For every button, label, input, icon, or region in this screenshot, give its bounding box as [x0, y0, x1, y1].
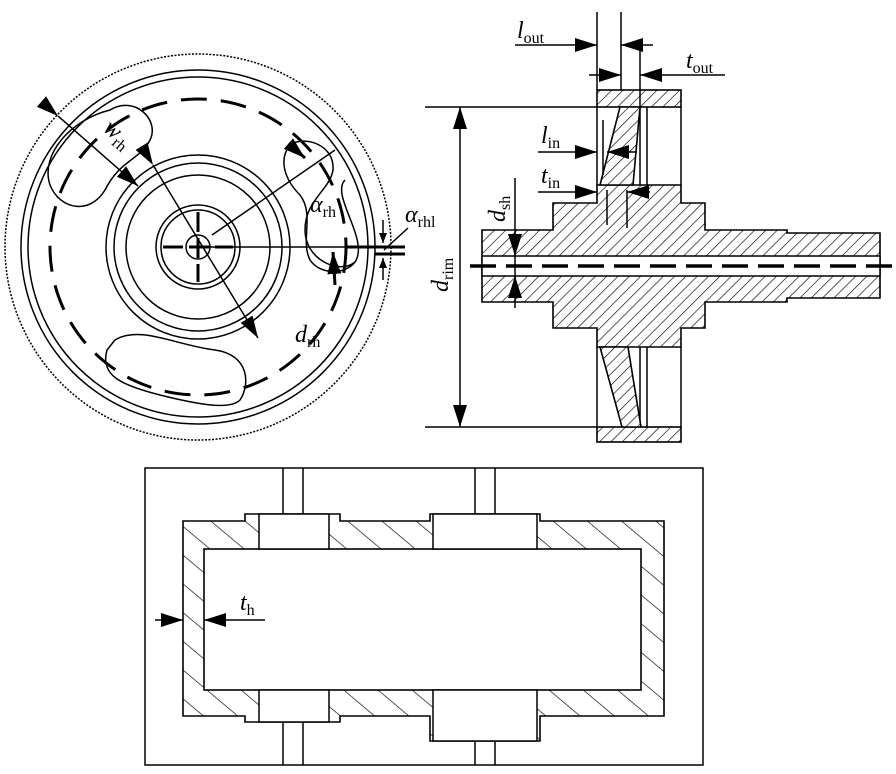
label-l-out: lout — [517, 18, 545, 47]
label-t-h: th — [240, 590, 255, 619]
label-d-sh: dsh — [485, 196, 514, 222]
web-bottom — [598, 346, 642, 428]
bearing-seat-top-left — [258, 513, 330, 550]
alpha-rhl-leader — [383, 227, 409, 251]
label-t-in: tin — [541, 163, 560, 192]
label-t-out: tout — [686, 48, 714, 77]
label-d-rim: drim — [428, 257, 457, 292]
alpha-rh-leader — [211, 149, 336, 236]
housing-frame — [144, 467, 704, 766]
web-top — [598, 106, 641, 186]
rim-bottom — [596, 426, 682, 443]
bearing-seat-bottom-left — [258, 689, 330, 723]
label-l-in: lin — [541, 123, 560, 152]
shafts — [282, 468, 496, 765]
w-rh-dimension — [36, 96, 139, 187]
housing-view — [144, 467, 704, 766]
rim-top — [596, 89, 682, 108]
label-d-rh: drh — [295, 322, 320, 351]
shaft-bore — [481, 255, 881, 277]
alpha-rh-arrow-2 — [283, 138, 306, 160]
bearing-seat-top-right — [432, 513, 538, 550]
housing-cavity — [203, 548, 642, 691]
alpha-rh-arrow — [327, 251, 342, 286]
bearing-seat-bottom-right — [432, 689, 538, 742]
label-alpha-rhl: αrhl — [405, 202, 436, 231]
label-alpha-rh: αrh — [310, 192, 336, 221]
label-w-rh: wrh — [96, 115, 137, 156]
hole-bottom — [104, 333, 247, 407]
d-rh-dimension — [135, 142, 259, 339]
side-section-view — [425, 12, 893, 443]
front-view-disc — [4, 53, 409, 441]
